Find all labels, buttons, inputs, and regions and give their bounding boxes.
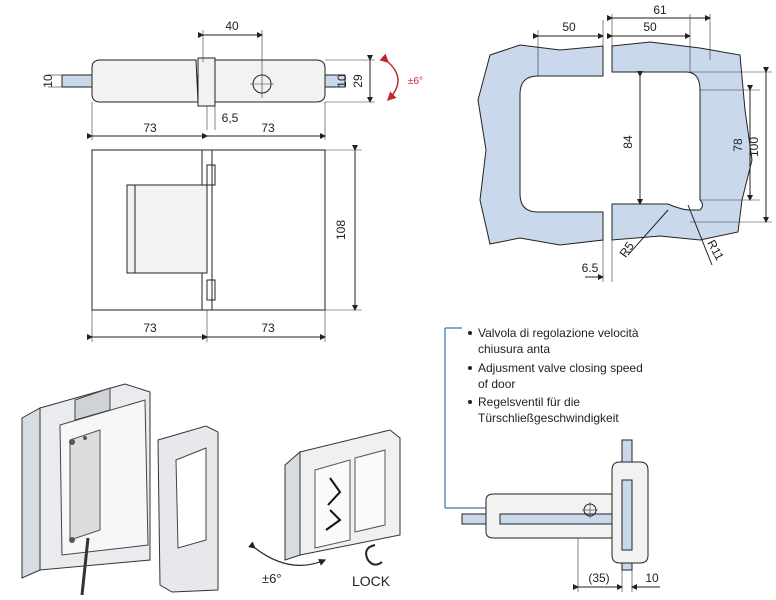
top-view: 40 10 10 29 ±6° 6,5 73 73 — [41, 19, 423, 140]
top-hinge-pivot — [197, 57, 216, 107]
rotation-arrow — [379, 53, 399, 102]
dim-108: 108 — [334, 220, 348, 240]
glass-cutout-view: 50 61 50 84 78 100 R5 R11 6.5 — [477, 3, 772, 282]
dim-10-right: 10 — [335, 74, 349, 88]
lock-icon — [365, 544, 383, 566]
dim-61: 61 — [653, 3, 667, 17]
valve-notes: Valvola di regolazione velocità chiusura… — [444, 326, 643, 509]
dim-84: 84 — [621, 135, 635, 149]
dim-r11: R11 — [704, 238, 726, 264]
dim-73-top-left: 73 — [143, 121, 157, 135]
dim-35: (35) — [588, 571, 609, 585]
note-en-1: Adjusment valve closing speed — [478, 361, 643, 375]
note-en-2: of door — [478, 377, 515, 391]
side-view: (35) 10 — [461, 439, 660, 592]
rotation-arc — [248, 541, 327, 566]
dim-6-5-cutout: 6.5 — [582, 261, 599, 275]
top-hinge-left-plate — [91, 59, 199, 103]
dim-100: 100 — [747, 137, 761, 157]
note-de-1: Regelsventil für die — [478, 395, 580, 409]
dim-50-cutout-right: 50 — [643, 20, 657, 34]
lock-photo: ±6° LOCK — [248, 429, 401, 589]
front-right-plate — [211, 149, 326, 311]
angle-label: ±6° — [262, 571, 282, 586]
note-it-1: Valvola di regolazione velocità — [478, 326, 639, 340]
dim-40: 40 — [225, 19, 239, 33]
cutout-glass-right — [611, 41, 753, 241]
dim-73-front-right: 73 — [261, 321, 275, 335]
dim-73-top-right: 73 — [261, 121, 275, 135]
lock-label: LOCK — [352, 573, 391, 589]
dim-r5: R5 — [617, 239, 637, 260]
dim-10-left: 10 — [41, 74, 55, 88]
dim-73-front-left: 73 — [143, 321, 157, 335]
dim-50-cutout-left: 50 — [562, 20, 576, 34]
cutout-glass-left — [477, 44, 604, 246]
cover-plate-photo — [157, 425, 219, 593]
dim-6-5-top: 6,5 — [222, 111, 239, 125]
hinge-photo — [21, 383, 151, 596]
note-de-2: Türschließgeschwindigkeit — [478, 411, 619, 425]
dim-78: 78 — [731, 138, 745, 152]
front-hinge-body — [126, 184, 208, 274]
front-view: 108 73 73 — [87, 145, 362, 342]
dim-10-side: 10 — [645, 571, 659, 585]
rotation-label: ±6° — [408, 76, 423, 87]
note-it-2: chiusura anta — [478, 342, 550, 356]
dim-29: 29 — [351, 74, 365, 88]
